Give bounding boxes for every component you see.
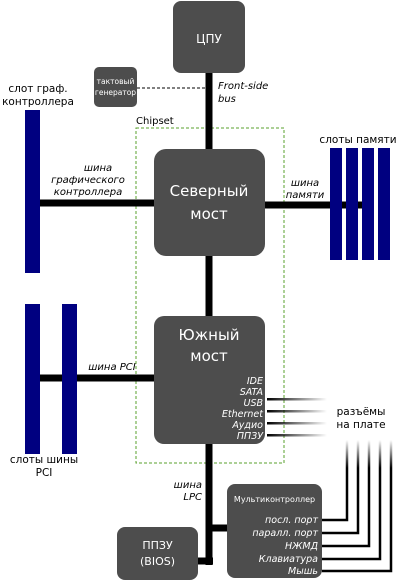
port-line	[267, 410, 327, 413]
south-port-audio: Аудио	[231, 420, 263, 431]
south-port-ide: IDE	[247, 376, 263, 387]
cpu-box	[173, 1, 245, 73]
north-bridge-box	[154, 149, 265, 256]
superio-line	[322, 468, 360, 535]
clock-label-line2: генератор	[95, 88, 136, 97]
port-fade	[389, 440, 393, 468]
superio-box	[227, 484, 322, 578]
port-fade	[367, 440, 371, 468]
gfx-slot-label-line2: контроллера	[2, 96, 74, 108]
cpu-label: ЦПУ	[196, 32, 222, 46]
pci-slots-label-line1: слоты шины	[10, 454, 78, 466]
north-bridge-line1: Северный	[170, 182, 249, 200]
superio-port-parallel: паралл. порт	[252, 528, 318, 539]
south-port-sata: SATA	[240, 387, 263, 398]
superio-title: Мультиконтроллер	[234, 495, 315, 504]
gfx-slot	[25, 110, 40, 273]
pci-slot	[62, 304, 77, 454]
port-line	[267, 398, 327, 401]
superio-line	[322, 468, 371, 548]
fsb-label-line2: bus	[218, 94, 236, 105]
superio-port-mouse: Мышь	[288, 566, 318, 577]
gfx-bus-label-line1: шина	[84, 163, 112, 174]
onboard-label-line2: на плате	[336, 419, 385, 431]
north-bridge-line2: мост	[190, 205, 228, 223]
south-port-eeprom: ППЗУ	[237, 431, 264, 442]
memory-slot	[362, 148, 374, 260]
memory-slot	[330, 148, 342, 260]
south-bridge-line1: Южный	[178, 326, 239, 344]
memory-bus-label-line2: памяти	[286, 190, 325, 201]
port-fade	[378, 440, 382, 468]
onboard-label-line1: разъёмы	[337, 406, 386, 418]
superio-port-serial: посл. порт	[265, 515, 318, 526]
superio-line	[320, 468, 349, 522]
fsb-label-line1: Front-side	[218, 81, 268, 92]
gfx-bus-label-line3: контроллера	[54, 187, 122, 198]
port-line	[267, 422, 327, 425]
port-fade	[356, 440, 360, 468]
superio-port-hdd: НЖМД	[285, 541, 318, 552]
bios-box	[117, 527, 198, 580]
port-line	[267, 434, 327, 437]
south-bridge-line2: мост	[190, 347, 228, 365]
memory-slot	[346, 148, 358, 260]
superio-line	[322, 468, 382, 561]
south-port-ethernet: Ethernet	[222, 409, 264, 420]
bios-label-line1: ППЗУ	[142, 539, 173, 552]
memory-bus-label-line1: шина	[291, 178, 319, 189]
superio-line	[322, 468, 393, 573]
gfx-slot-label-line1: слот граф.	[8, 83, 67, 95]
gfx-bus-label-line2: графического	[51, 175, 125, 186]
memory-slot	[378, 148, 390, 260]
south-bridge-box	[154, 316, 265, 444]
lpc-label-line1: шина	[174, 480, 202, 491]
lpc-label-line2: LPC	[183, 492, 202, 503]
port-fade	[345, 440, 349, 468]
chipset-label: Chipset	[136, 116, 174, 127]
pci-bus-label: шина PCI	[88, 362, 136, 373]
pci-slots-label-line2: PCI	[36, 467, 53, 479]
clock-label-line1: тактовый	[97, 77, 135, 86]
bios-label-line2: (BIOS)	[140, 555, 175, 568]
superio-port-keyboard: Клавиатура	[259, 554, 318, 565]
pci-slot	[25, 304, 40, 454]
memory-slots-label: слоты памяти	[319, 134, 396, 146]
south-port-usb: USB	[243, 398, 263, 409]
clock-generator-box	[94, 67, 137, 107]
